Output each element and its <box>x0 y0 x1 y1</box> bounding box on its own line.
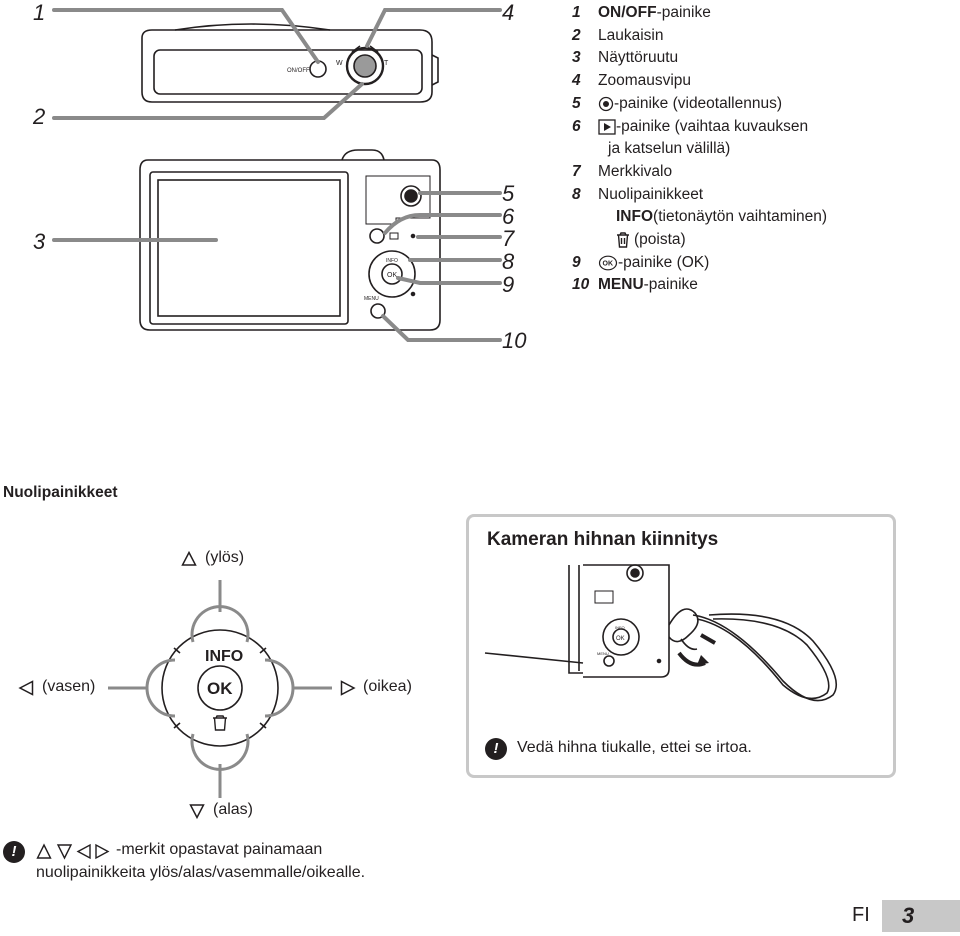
bottom-note-line2: nuolipainikkeita ylös/alas/vasemmalle/oi… <box>36 864 366 881</box>
legend-item-6: 6 -painike (vaihtaa kuvauksen <box>572 117 809 135</box>
callout-8: 8 <box>502 249 515 274</box>
pad-ok-label: OK <box>387 272 397 279</box>
ok-button-icon: OK <box>598 255 618 271</box>
pad-ok-text: OK <box>207 679 233 698</box>
callout-4: 4 <box>502 0 515 25</box>
callout-2: 2 <box>33 104 46 129</box>
callout-7: 7 <box>502 226 515 251</box>
legend-item-6-continued: ja katselun välillä) <box>608 140 731 158</box>
callout-6: 6 <box>502 204 515 229</box>
legend-item-9: 9 OK -painike (OK) <box>572 253 710 271</box>
w-label: W <box>336 60 343 67</box>
legend-item-8: 8 Nuolipainikkeet <box>572 185 704 203</box>
parts-legend: 1 ON/OFF-painike 2 Laukaisin 3 Näyttöruu… <box>572 2 952 297</box>
down-label: (alas) <box>213 801 254 818</box>
arrow-marks-icon <box>36 843 110 860</box>
callout-3: 3 <box>33 229 46 254</box>
playback-icon <box>598 118 616 135</box>
t-label: T <box>384 60 389 67</box>
callout-5: 5 <box>502 181 515 206</box>
trash-icon <box>617 232 629 248</box>
note-caution-icon: ! <box>3 841 25 863</box>
strap-ok-text: OK <box>616 636 625 642</box>
caution-icon: ! <box>485 738 507 760</box>
legend-item-5: 5 -painike (videotallennus) <box>572 94 783 112</box>
pad-info-label: INFO <box>386 258 398 264</box>
pad-trash-icon <box>213 715 227 731</box>
callout-9: 9 <box>502 272 515 297</box>
down-arrow-icon <box>189 804 205 819</box>
legend-item-4: 4 Zoomausvipu <box>572 72 692 90</box>
arrow-section-title: Nuolipainikkeet <box>3 484 118 501</box>
page-number: 3 <box>902 903 915 928</box>
callout-1: 1 <box>33 0 46 25</box>
bottom-note-line1: -merkit opastavat painamaan <box>116 841 323 858</box>
left-label: (vasen) <box>42 678 96 695</box>
legend-item-3: 3 Näyttöruutu <box>572 49 679 67</box>
language-code: FI <box>852 904 870 926</box>
onoff-label: ON/OFF <box>287 68 310 74</box>
page-number-tab <box>882 900 960 932</box>
callout-10: 10 <box>502 328 527 353</box>
up-arrow-icon <box>181 551 197 566</box>
pad-info-text: INFO <box>205 648 243 665</box>
strap-info-text: INFO <box>615 625 625 630</box>
legend-item-10: 10 MENU-painike <box>572 276 698 294</box>
strap-box-title: Kameran hihnan kiinnitys <box>487 529 719 550</box>
svg-text:OK: OK <box>603 260 614 267</box>
arrow-pad-diagram: INFO OK <box>108 580 332 798</box>
up-label: (ylös) <box>205 549 245 566</box>
left-arrow-icon <box>18 680 34 696</box>
strap-illustration: INFO OK MENU <box>484 564 837 702</box>
camera-illustration: ON/OFF W T INFO OK MENU <box>52 8 502 342</box>
legend-item-1: 1 ON/OFF-painike <box>572 4 711 21</box>
legend-item-8-info: INFO (tietonäytön vaihtaminen) <box>616 208 828 226</box>
strap-menu-text: MENU <box>597 651 609 656</box>
movie-record-icon <box>598 96 614 111</box>
right-label: (oikea) <box>363 678 412 695</box>
menu-label: MENU <box>364 296 379 302</box>
strap-attachment-box: Kameran hihnan kiinnitys INFO OK MENU ! … <box>466 514 896 778</box>
legend-item-7: 7 Merkkivalo <box>572 162 673 180</box>
right-arrow-icon <box>340 680 356 696</box>
strap-note: Vedä hihna tiukalle, ettei se irtoa. <box>517 739 752 756</box>
legend-item-2: 2 Laukaisin <box>572 26 664 44</box>
legend-item-8-trash: (poista) <box>572 229 952 252</box>
